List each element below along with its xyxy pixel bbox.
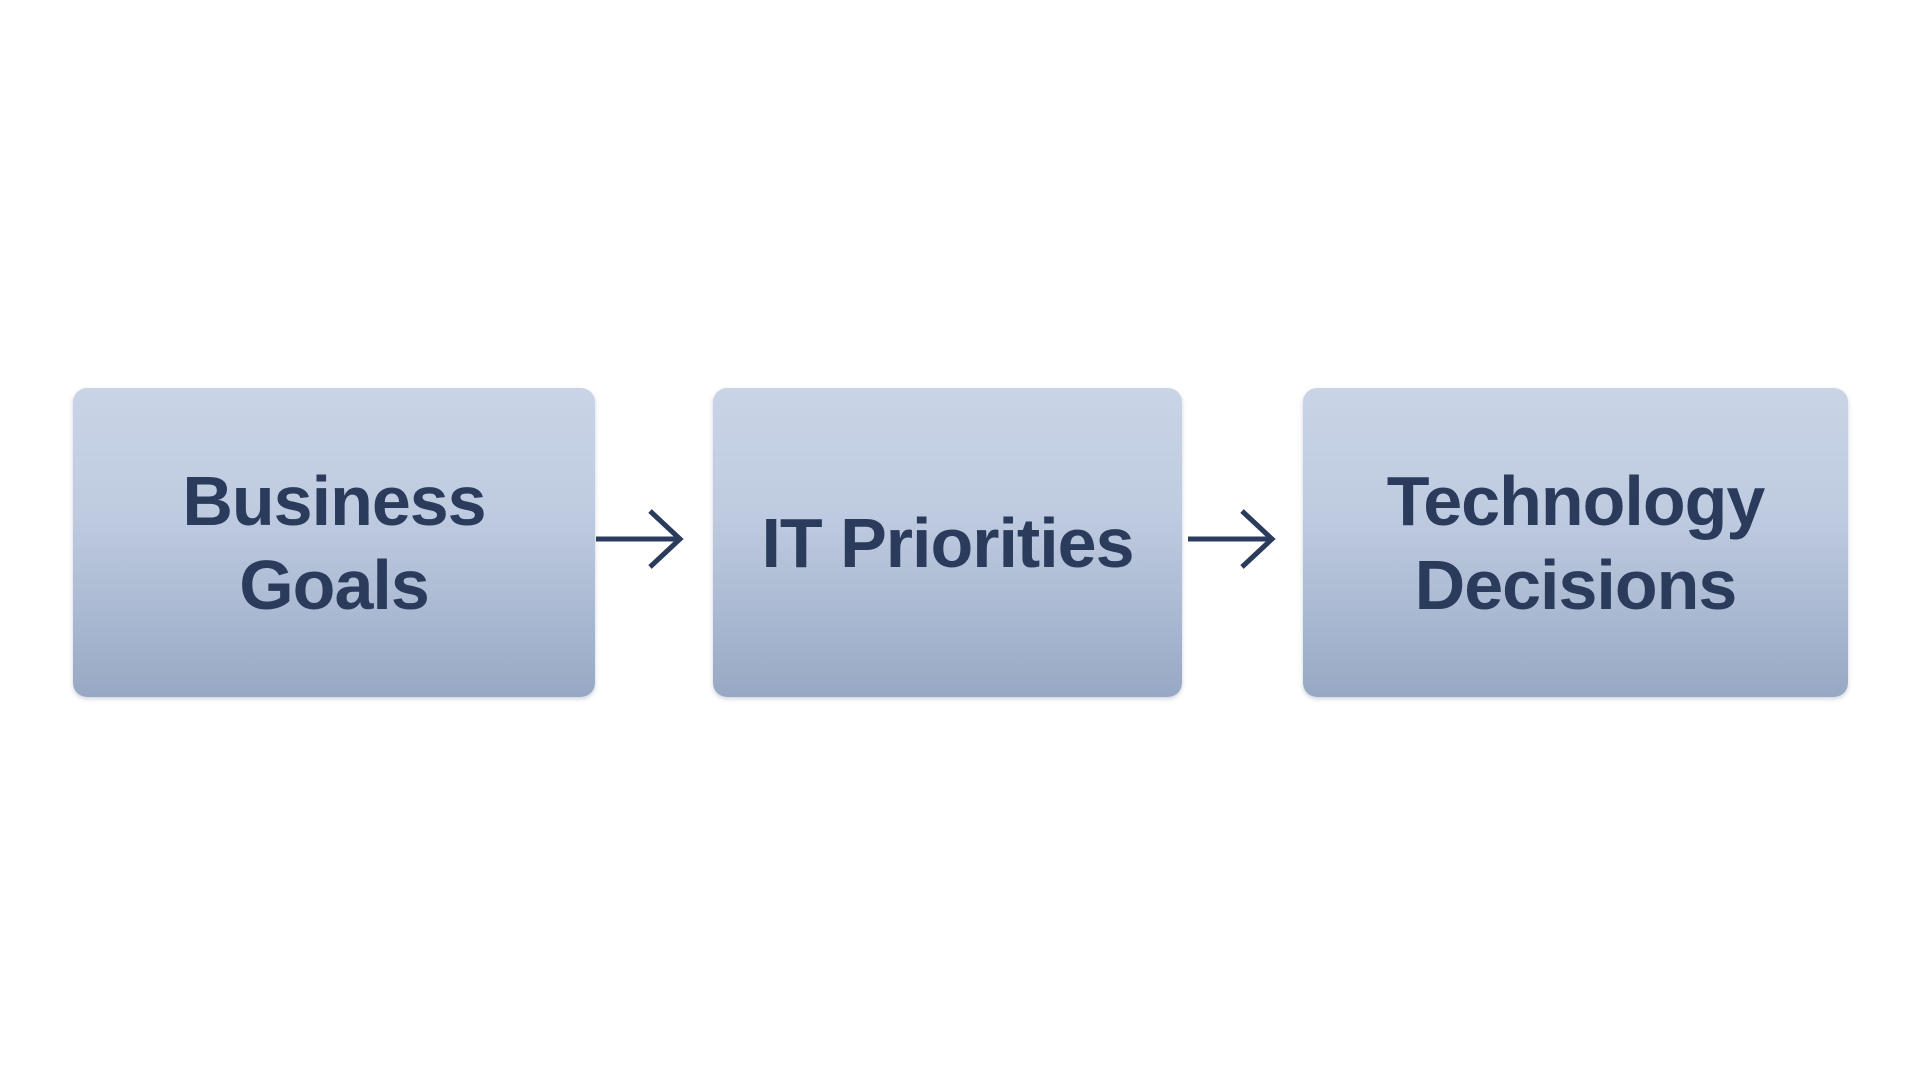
arrow-right-icon [1188,509,1276,569]
step-technology-decisions: Technology Decisions [1303,388,1848,697]
arrow-right-icon [596,509,684,569]
step-label: Technology Decisions [1386,461,1766,624]
step-label: Business Goals [182,461,486,624]
step-label: IT Priorities [761,503,1134,582]
step-it-priorities: IT Priorities [713,388,1182,697]
step-business-goals: Business Goals [73,388,595,697]
